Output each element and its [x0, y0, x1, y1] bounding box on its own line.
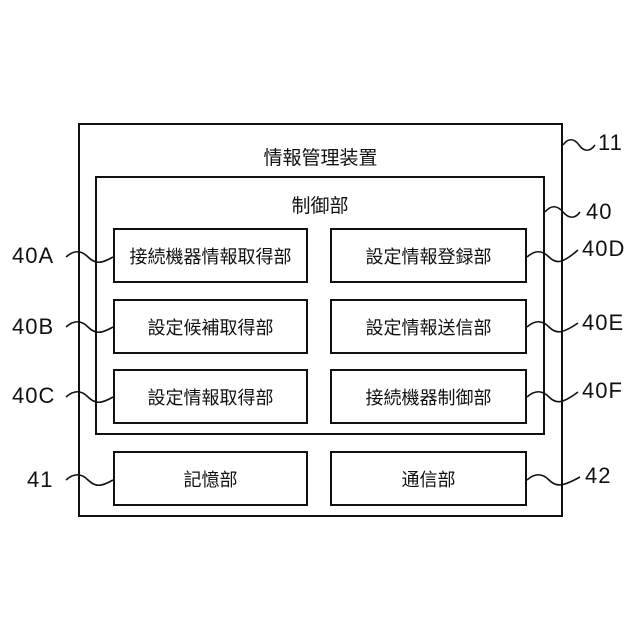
connected-device-info-acquisition-label: 接続機器情報取得部	[130, 243, 292, 269]
connected-device-control-block: 接続機器制御部	[330, 369, 527, 424]
communication-block: 通信部	[330, 451, 527, 506]
setting-info-registration-block: 設定情報登録部	[330, 228, 527, 283]
storage-block: 記憶部	[113, 451, 308, 506]
ref-40: 40	[586, 199, 612, 225]
setting-info-acquisition-label: 設定情報取得部	[148, 384, 274, 410]
setting-info-registration-label: 設定情報登録部	[366, 243, 492, 269]
connected-device-control-label: 接続機器制御部	[366, 384, 492, 410]
ref-40F: 40F	[582, 378, 623, 404]
ref-40D: 40D	[582, 236, 625, 262]
ref-42: 42	[585, 463, 611, 489]
communication-label: 通信部	[402, 466, 456, 492]
connected-device-info-acquisition-block: 接続機器情報取得部	[113, 228, 308, 283]
ref-40C: 40C	[12, 383, 55, 409]
device-title: 情報管理装置	[80, 143, 561, 170]
setting-info-acquisition-block: 設定情報取得部	[113, 369, 308, 424]
control-unit-title: 制御部	[97, 191, 543, 218]
setting-candidate-acquisition-block: 設定候補取得部	[113, 299, 308, 354]
setting-info-transmission-block: 設定情報送信部	[330, 299, 527, 354]
ref-41: 41	[27, 467, 53, 493]
ref-40E: 40E	[582, 310, 624, 336]
storage-label: 記憶部	[184, 466, 238, 492]
ref-40A: 40A	[12, 243, 54, 269]
setting-info-transmission-label: 設定情報送信部	[366, 314, 492, 340]
ref-40B: 40B	[12, 314, 54, 340]
leader-11	[563, 140, 595, 151]
ref-11: 11	[598, 130, 623, 156]
setting-candidate-acquisition-label: 設定候補取得部	[148, 314, 274, 340]
